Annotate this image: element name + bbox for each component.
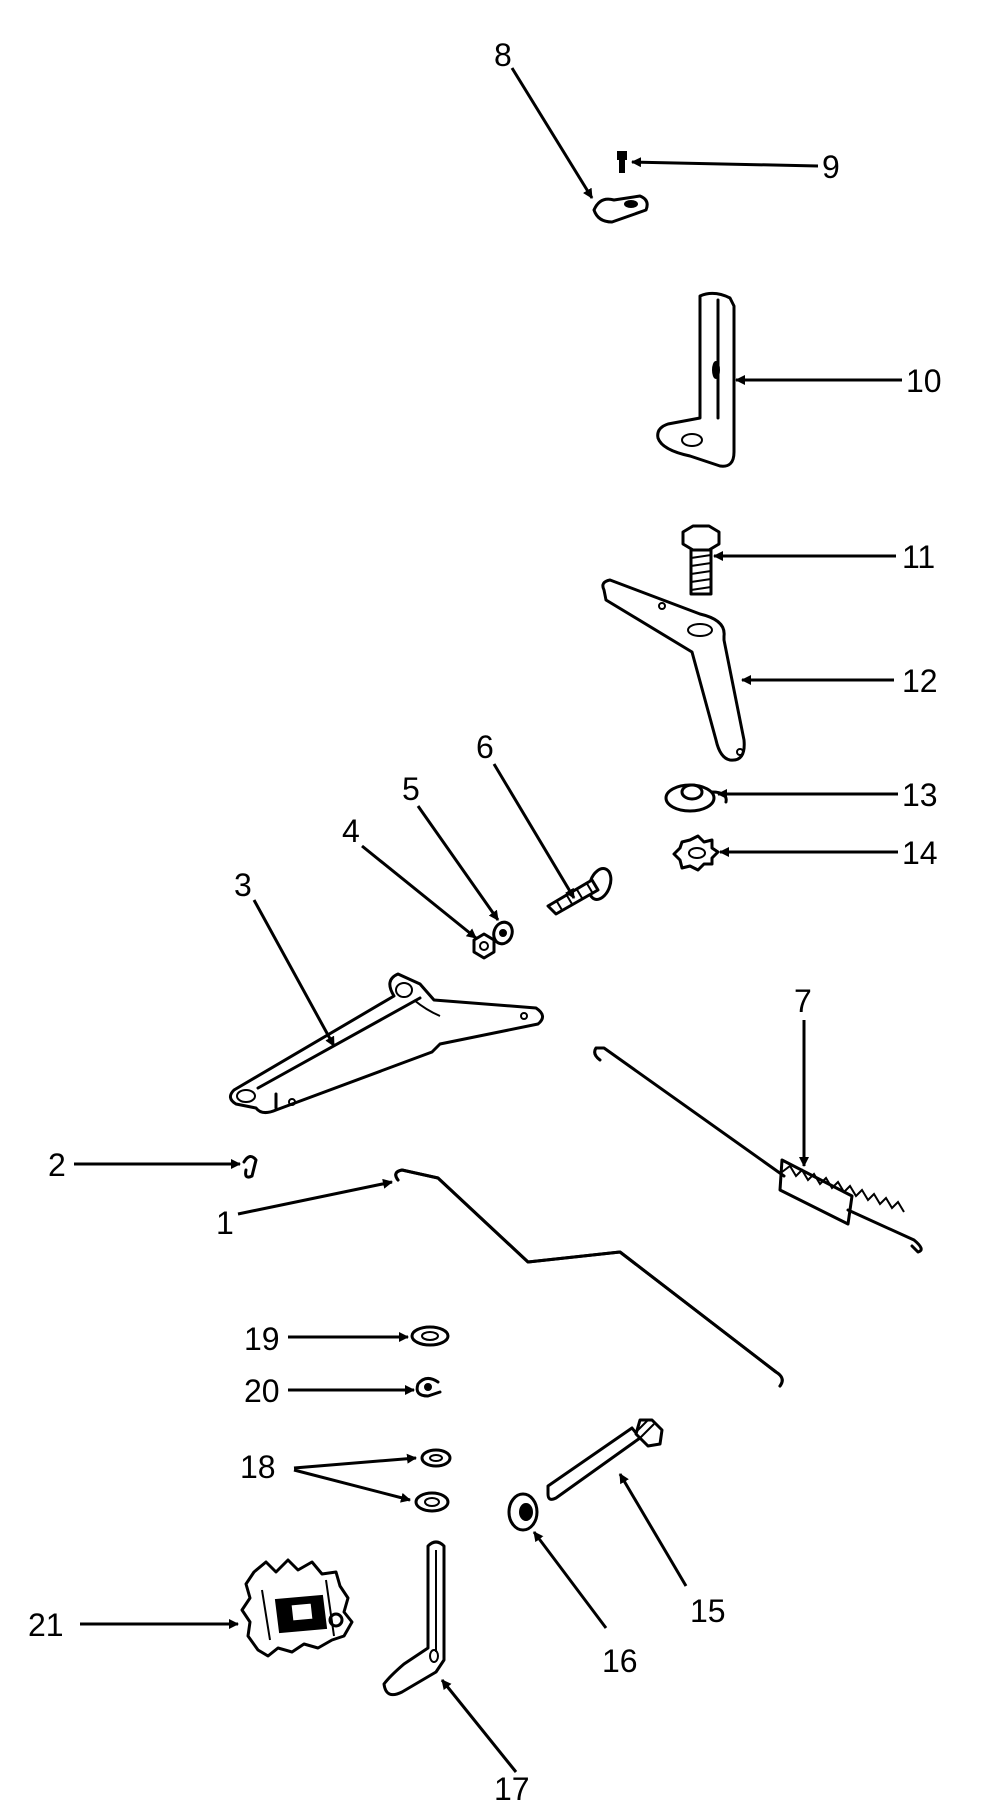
callout-3: 3 xyxy=(234,867,252,903)
part-11-bolt xyxy=(681,524,721,596)
part-19-washer xyxy=(410,1325,450,1347)
part-2-clip xyxy=(242,1155,258,1179)
callout-10: 10 xyxy=(906,363,942,399)
part-14-star-washer xyxy=(672,834,720,872)
part-13-tab-washer xyxy=(664,783,728,813)
part-20-clip xyxy=(415,1377,442,1398)
part-21-gear-assembly xyxy=(240,1558,354,1658)
leader-3 xyxy=(252,899,336,1047)
part-15-bolt xyxy=(546,1418,664,1501)
leader-6 xyxy=(492,763,576,899)
part-5-washer xyxy=(492,920,514,946)
callout-6: 6 xyxy=(476,729,494,765)
part-16-washer xyxy=(507,1492,539,1532)
part-9-screw xyxy=(617,151,627,173)
leader-4 xyxy=(361,844,477,940)
callout-13: 13 xyxy=(902,777,938,813)
leader-5 xyxy=(416,805,500,921)
part-4-nut xyxy=(472,932,496,960)
part-1-rod xyxy=(394,1168,784,1388)
leader-18b xyxy=(293,1468,411,1503)
leader-17 xyxy=(440,1679,518,1773)
callout-14: 14 xyxy=(902,835,938,871)
leader-8 xyxy=(510,67,594,199)
leader-15 xyxy=(618,1473,688,1587)
callout-18: 18 xyxy=(240,1449,276,1485)
callout-8: 8 xyxy=(494,37,512,73)
callout-15: 15 xyxy=(690,1593,726,1629)
callout-21: 21 xyxy=(28,1607,64,1643)
callout-17: 17 xyxy=(494,1771,530,1801)
callout-2: 2 xyxy=(48,1147,66,1183)
leader-9 xyxy=(631,157,819,168)
callout-7: 7 xyxy=(794,983,812,1019)
callout-16: 16 xyxy=(602,1643,638,1679)
part-7-spring xyxy=(593,1046,923,1254)
part-17-rod xyxy=(382,1540,446,1697)
callout-4: 4 xyxy=(342,813,360,849)
leader-1 xyxy=(237,1178,393,1216)
part-3-bracket xyxy=(229,972,544,1115)
callout-11: 11 xyxy=(902,539,935,575)
callout-9: 9 xyxy=(822,149,840,185)
leader-18a xyxy=(293,1453,417,1470)
part-8-clip xyxy=(592,194,649,224)
callout-1: 1 xyxy=(216,1205,234,1241)
part-18-washers xyxy=(414,1448,452,1513)
part-10-bracket xyxy=(656,291,736,468)
callout-20: 20 xyxy=(244,1373,280,1409)
callout-5: 5 xyxy=(402,771,420,807)
part-12-lever xyxy=(601,578,746,762)
leader-16 xyxy=(532,1531,608,1629)
callout-19: 19 xyxy=(244,1321,280,1357)
callout-12: 12 xyxy=(902,663,938,699)
